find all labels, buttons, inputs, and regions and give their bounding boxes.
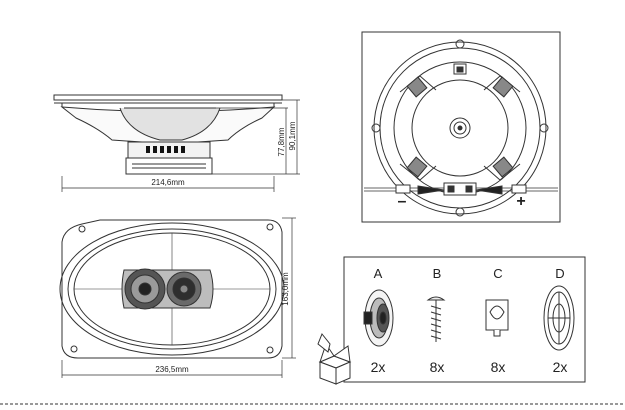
total-height-label: 90,1mm: [288, 121, 297, 150]
item-c-letter: C: [493, 266, 502, 281]
item-c-qty: 8x: [491, 359, 506, 375]
item-d-qty: 2x: [553, 359, 568, 375]
side-width-label: 214,6mm: [151, 178, 185, 187]
front-height-label: 163,0mm: [281, 272, 290, 306]
negative-terminal-label: –: [398, 193, 407, 210]
inner-height-label: 77,8mm: [277, 127, 286, 156]
item-d-ring: [544, 286, 574, 350]
item-a-qty: 2x: [371, 359, 386, 375]
front-width-label: 236,5mm: [155, 365, 189, 374]
item-d-letter: D: [555, 266, 564, 281]
positive-terminal-label: +: [516, 193, 525, 210]
item-b-qty: 8x: [430, 359, 445, 375]
item-b-letter: B: [433, 266, 442, 281]
front-view: [60, 218, 296, 378]
item-a-letter: A: [374, 266, 383, 281]
